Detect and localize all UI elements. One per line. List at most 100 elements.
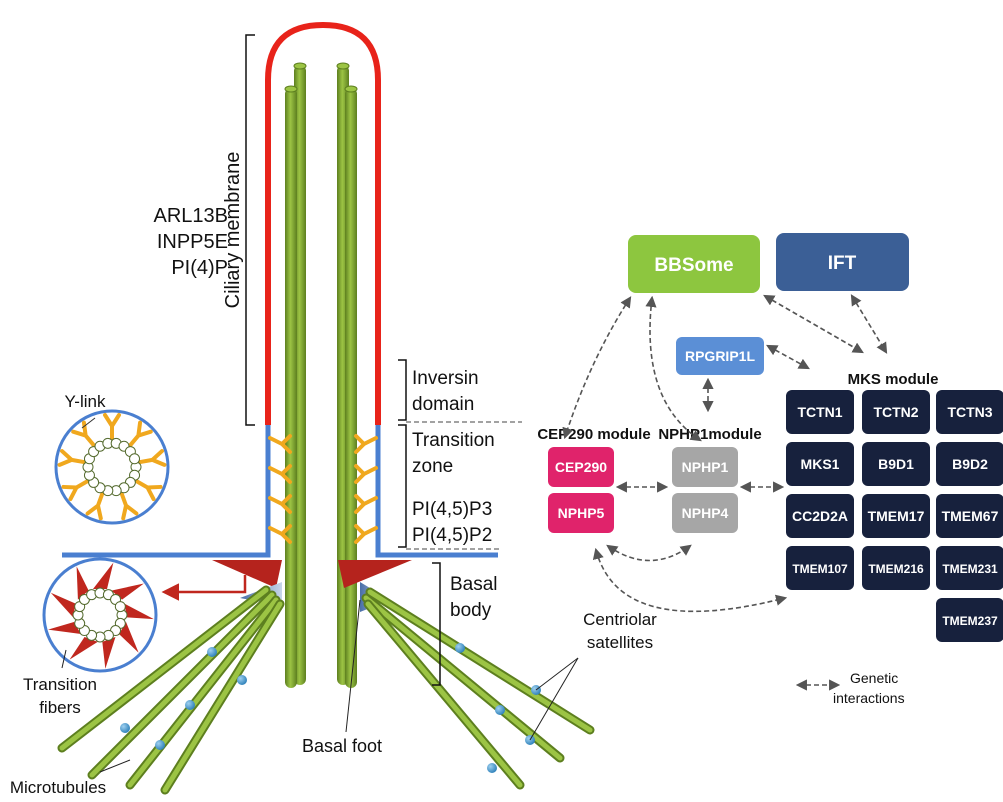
rpgrip1l-label: RPGRIP1L	[685, 348, 755, 364]
bracket-inversin	[398, 359, 407, 421]
mks-protein-box	[786, 494, 854, 538]
bbsome-label: BBSome	[654, 255, 733, 276]
y-link-shape	[133, 478, 163, 502]
arrow-nphp5-nphp4	[606, 544, 692, 562]
transition-fiber-shape	[124, 603, 154, 620]
transition-zone-membrane-right	[375, 425, 498, 558]
mks-protein-box	[862, 494, 930, 538]
y-link-cross-section	[54, 409, 170, 525]
genetic-interaction-arrows	[562, 294, 888, 691]
transition-zone-label-2: zone	[412, 456, 453, 477]
y-links	[268, 434, 378, 544]
inversin-label-2: domain	[412, 394, 474, 415]
axoneme-microtubules	[284, 62, 358, 688]
satellites-pointer-1	[535, 657, 579, 691]
transition-fibers-label-1: Transition	[23, 675, 97, 694]
marker-inpp5e: INPP5E	[157, 231, 228, 253]
arrow-nphp5-mks	[592, 547, 788, 613]
basal-body-label-1: Basal	[450, 574, 498, 595]
mks-protein-box	[786, 442, 854, 486]
mks-protein-label: TMEM216	[868, 562, 924, 576]
ciliary-membrane-label: Ciliary membrane	[222, 152, 244, 309]
marker-pi4p: PI(4)P	[171, 257, 228, 279]
y-link-shape	[127, 420, 153, 449]
mks-protein-label: TMEM231	[942, 562, 998, 576]
tz-lipid-pi45p2: PI(4,5)P2	[412, 525, 492, 546]
satellites-pointer-2	[529, 657, 579, 741]
mks-protein-box	[936, 442, 1003, 486]
mks-protein-label: B9D2	[952, 456, 988, 472]
legend-label-2: interactions	[833, 690, 905, 706]
cross-section-pointer	[161, 575, 247, 601]
mks-protein-box	[786, 390, 854, 434]
centriolar-satellites	[120, 643, 541, 773]
microtubules-label: Microtubules	[10, 778, 106, 797]
cep290-module-title: CEP290 module	[537, 426, 650, 443]
mks-module-title: MKS module	[848, 371, 939, 388]
basal-foot-pointer	[345, 599, 361, 733]
mks-protein-box	[862, 442, 930, 486]
marker-arl13b: ARL13B	[154, 205, 229, 227]
mks-protein-box	[786, 546, 854, 590]
transition-fiber-shape	[93, 562, 114, 589]
mks-protein-label: TCTN3	[947, 404, 992, 420]
arrow-ift-mks	[850, 294, 888, 354]
nphp1-box	[672, 447, 738, 487]
transition-fiber-shape	[50, 592, 76, 618]
basal-foot-label: Basal foot	[302, 736, 382, 756]
fibers-pointer	[61, 649, 67, 669]
mks-protein-label: B9D1	[878, 456, 914, 472]
mks-protein-label: TMEM237	[942, 614, 998, 628]
transition-fiber-shape	[111, 583, 144, 600]
bracket-ciliary-membrane	[245, 34, 255, 426]
mks-protein-box	[936, 546, 1003, 590]
ift-box	[776, 233, 909, 291]
arrow-bbsome-cep290	[562, 296, 632, 440]
cep290-box	[548, 447, 614, 487]
y-link-shape	[85, 490, 105, 521]
y-link-label: Y-link	[65, 392, 106, 411]
centriolar-satellites-label-2: satellites	[587, 633, 653, 652]
tz-lipid-pi345p3: PI(4,5)P3	[412, 499, 492, 520]
microtubules-pointer	[99, 759, 131, 773]
nphp1-module-title: NPHP1module	[658, 426, 761, 443]
mks-protein-box	[936, 494, 1003, 538]
mks-protein-label: MKS1	[801, 456, 840, 472]
mks-protein-label: TCTN2	[873, 404, 918, 420]
bracket-transition-zone	[398, 424, 407, 548]
y-link-shape	[119, 490, 139, 521]
y-link-shape	[61, 478, 91, 502]
cep290-label: CEP290	[555, 459, 607, 475]
transition-fiber-shape	[76, 566, 89, 600]
y-link-shape	[103, 413, 121, 442]
nphp4-label: NPHP4	[682, 505, 729, 521]
microtubule-bead	[129, 453, 141, 465]
transition-zone-membrane-left	[62, 425, 271, 558]
transition-fiber-shape	[119, 621, 139, 653]
arrow-bbsome-mks	[763, 294, 864, 354]
transition-fiber-right	[338, 560, 412, 588]
mks-protein-label: TMEM17	[868, 508, 925, 524]
y-link-shape	[57, 449, 88, 467]
ift-label: IFT	[828, 253, 857, 274]
bracket-basal-body	[432, 562, 441, 686]
basal-body-label-2: body	[450, 600, 492, 621]
rootlet-microtubules-left	[57, 585, 285, 795]
inversin-label-1: Inversin	[412, 368, 479, 389]
transition-fiber-shape	[69, 637, 98, 660]
y-link-shape	[136, 449, 167, 467]
legend-label-1: Genetic	[850, 670, 898, 686]
centriolar-satellites-label-1: Centriolar	[583, 610, 657, 629]
mks-protein-label: TMEM67	[942, 508, 999, 524]
transition-fiber-left	[212, 560, 282, 588]
transition-fibers-cross-section	[42, 557, 158, 673]
nphp1-label: NPHP1	[682, 459, 729, 475]
mks-protein-box	[936, 390, 1003, 434]
transition-fiber-shape	[48, 621, 81, 635]
mks-protein-box	[862, 390, 930, 434]
transition-fibers-label-2: fibers	[39, 698, 81, 717]
mks-protein-box	[862, 546, 930, 590]
nphp5-label: NPHP5	[558, 505, 605, 521]
